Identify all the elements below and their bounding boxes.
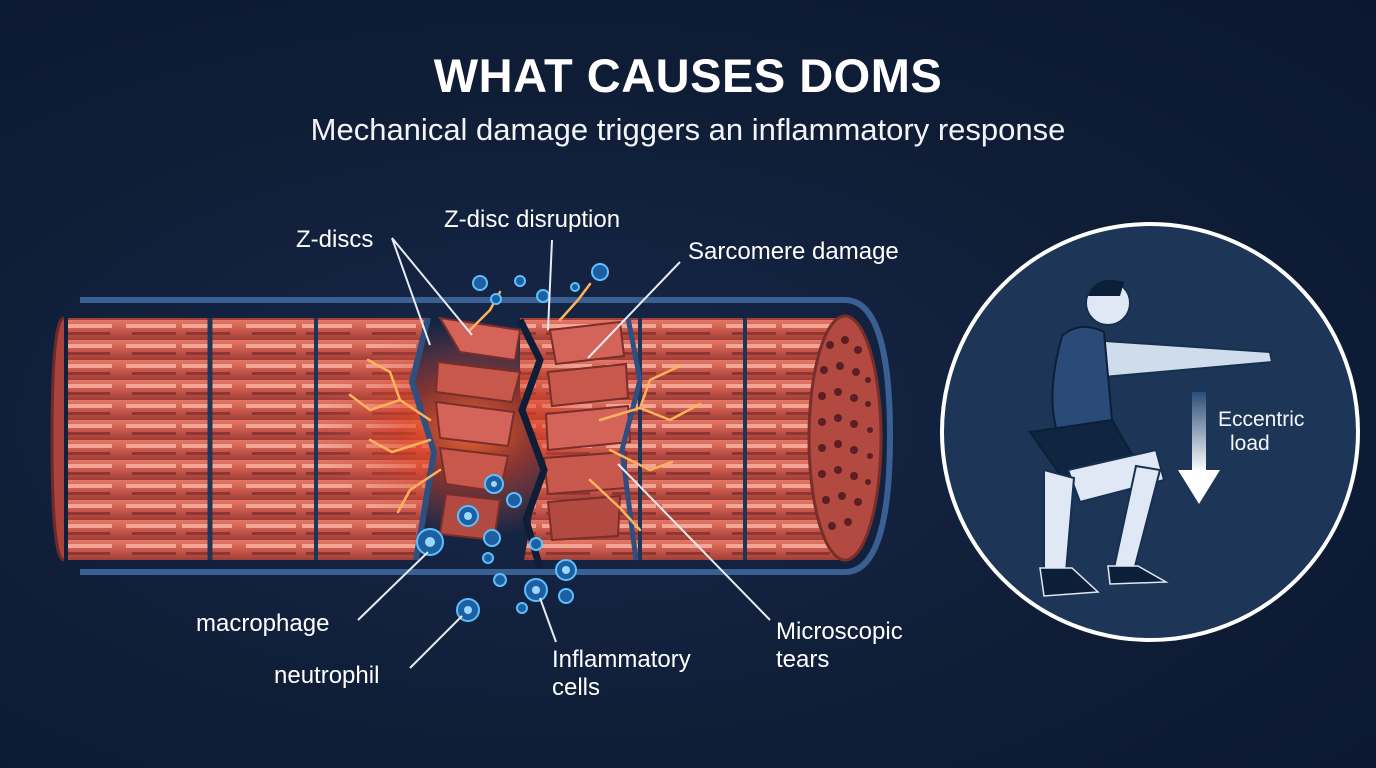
micro-tears-cracks <box>348 282 702 532</box>
fiber-cross-section <box>807 314 883 562</box>
label-eccentric-load: Eccentric load <box>1218 408 1304 456</box>
label-microscopic-tears: Microscopic tears <box>776 618 903 674</box>
label-eccentric-line-2: load <box>1230 432 1270 455</box>
inflammatory-cells <box>416 263 609 622</box>
label-z-disc-disruption: Z-disc disruption <box>444 206 621 233</box>
label-microscopic-line-1: Microscopic <box>776 618 903 645</box>
eccentric-load-panel <box>940 222 1360 642</box>
damaged-sarcomeres <box>408 316 643 569</box>
page-title: WHAT CAUSES DOMS <box>433 49 943 102</box>
down-arrow-icon <box>1178 392 1220 504</box>
label-inflammatory-line-1: Inflammatory <box>552 646 691 673</box>
label-microscopic-line-2: tears <box>776 646 830 673</box>
squat-athlete-figure <box>1028 279 1274 597</box>
page-subtitle: Mechanical damage triggers an inflammato… <box>310 112 1066 147</box>
label-inflammatory-cells: Inflammatory cells <box>552 646 691 702</box>
label-eccentric-line-1: Eccentric <box>1218 408 1305 431</box>
label-macrophage: macrophage <box>196 610 330 637</box>
leader-lines <box>357 237 771 669</box>
label-neutrophil: neutrophil <box>274 662 380 689</box>
label-z-discs: Z-discs <box>296 226 374 253</box>
muscle-sheath <box>80 297 894 575</box>
label-sarcomere-damage: Sarcomere damage <box>688 238 899 265</box>
label-inflammatory-line-2: cells <box>552 674 601 701</box>
